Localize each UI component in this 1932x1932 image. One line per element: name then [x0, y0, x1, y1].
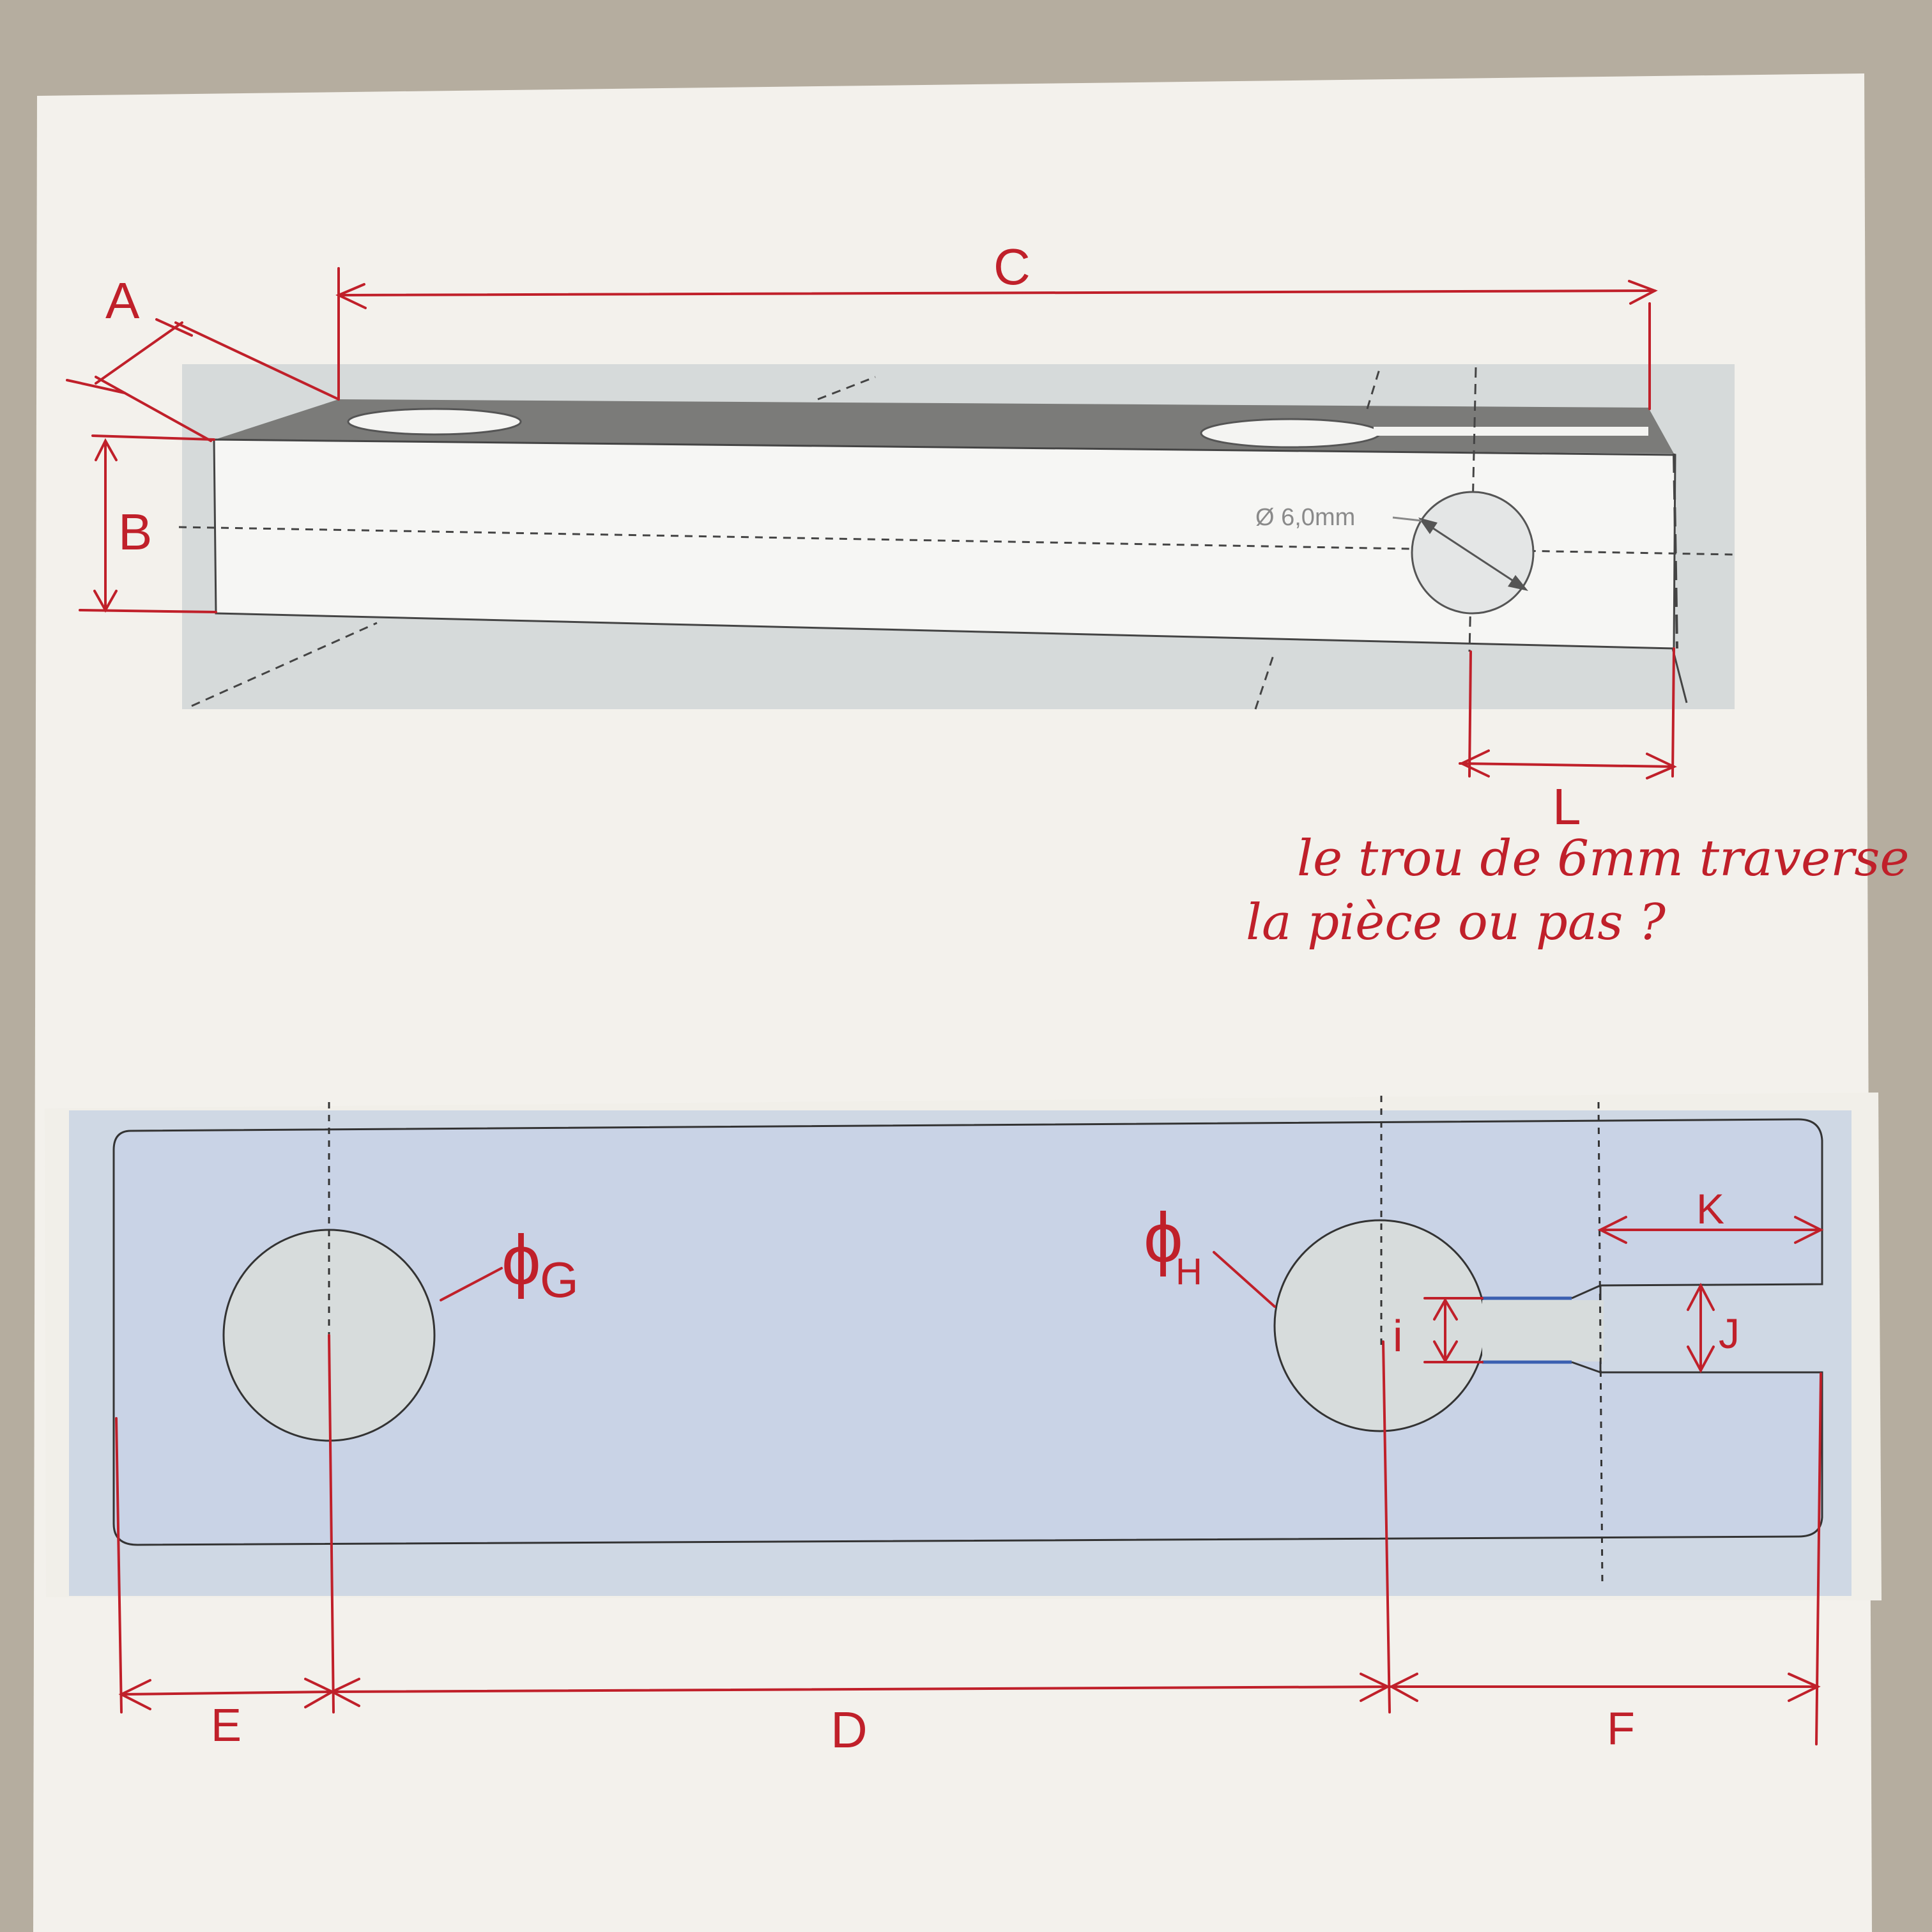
dim-A-tick-2	[155, 318, 193, 337]
dim-A-extension-2	[174, 321, 340, 401]
dim-C-arrow-left	[335, 283, 367, 309]
top-face-slot	[1374, 427, 1648, 436]
dim-E-arrow-left	[118, 1679, 151, 1710]
label-K: K	[1696, 1185, 1724, 1232]
dim-C-line	[337, 289, 1656, 296]
dim-B-arrow-bottom	[93, 590, 118, 613]
dim-L-arrow-left	[1459, 749, 1490, 778]
dim-K-arrow-right	[1794, 1216, 1824, 1244]
dim-J-arrow-bottom	[1687, 1346, 1715, 1374]
leader-H	[1213, 1251, 1276, 1308]
label-i: i	[1393, 1311, 1403, 1361]
bottom-annotation-labels: E D F K J i ϕ G ϕ H	[211, 1185, 1740, 1758]
dim-D-arrow-right	[1360, 1673, 1391, 1702]
bottom-annotations	[115, 1216, 1824, 1745]
hidden-edge-2	[817, 376, 876, 401]
dim-B-extension-bottom	[79, 609, 217, 613]
axis-slot	[1597, 1101, 1604, 1585]
neck-bottom-taper	[1571, 1361, 1601, 1374]
dim-L-extension-right	[1671, 647, 1675, 778]
dim-ED-extension	[328, 1334, 335, 1713]
handwritten-question-line2: la pièce ou pas ?	[1246, 894, 1666, 951]
dim-E-line	[120, 1690, 334, 1696]
label-D: D	[831, 1701, 868, 1758]
hidden-edge-5	[1673, 453, 1678, 649]
hole-arrowhead-2	[1508, 575, 1528, 591]
top-face-hole-left	[347, 408, 522, 436]
dim-F-extension-right	[1815, 1372, 1822, 1745]
label-C: C	[993, 238, 1031, 295]
top-annotations	[66, 267, 1677, 779]
hole-callout-leader	[1392, 516, 1422, 522]
dim-B-arrow-top	[95, 438, 118, 461]
slot-neck	[1482, 1300, 1604, 1361]
label-phi-H-symbol: ϕ	[1144, 1199, 1183, 1277]
dim-D-arrow-left	[329, 1678, 360, 1707]
neck-top-taper	[1571, 1284, 1601, 1300]
label-B: B	[118, 503, 152, 560]
top-annotation-labels: A B C L le trou de 6mm traverse la pièce…	[105, 238, 1910, 951]
dim-D-line	[331, 1685, 1391, 1693]
paper-sheet	[33, 73, 1872, 1932]
label-J: J	[1719, 1310, 1740, 1357]
hole-H	[1273, 1219, 1487, 1432]
label-phi-G-symbol: ϕ	[502, 1221, 541, 1300]
hole-callout-text: Ø 6,0mm	[1255, 504, 1355, 531]
leader-G	[440, 1267, 503, 1301]
dim-A-tick-1	[66, 379, 126, 394]
label-A: A	[105, 272, 140, 329]
dim-A-extension-1	[95, 376, 212, 442]
label-L: L	[1552, 778, 1581, 835]
dim-B-extension-top	[91, 434, 215, 441]
dim-A-line	[95, 321, 183, 385]
six-mm-hole	[1411, 491, 1535, 615]
hole-arrowhead-1	[1418, 518, 1438, 534]
handwritten-question-line1: le trou de 6mm traverse	[1297, 830, 1910, 887]
hole-diameter-arrow	[1421, 519, 1524, 589]
dim-F-arrow-right	[1788, 1673, 1821, 1702]
dim-L-line	[1459, 762, 1675, 768]
bottom-printed-view	[45, 1092, 1882, 1600]
dim-C-arrow-right	[1628, 280, 1658, 305]
dim-i-arrow-bottom	[1433, 1340, 1458, 1363]
top-face-hole-right	[1200, 418, 1381, 448]
hidden-edge-3	[1366, 367, 1381, 410]
label-E: E	[211, 1700, 241, 1751]
dim-K-arrow-left	[1597, 1216, 1627, 1244]
dim-DF-extension	[1382, 1340, 1391, 1713]
dim-F-arrow-left	[1388, 1673, 1418, 1702]
dim-E-extension-left	[115, 1417, 123, 1713]
hidden-edge-4	[1254, 651, 1276, 710]
label-H: H	[1176, 1251, 1202, 1292]
dim-L-arrow-right	[1646, 753, 1677, 779]
dim-J-arrow-top	[1687, 1282, 1715, 1311]
dim-L-extension-left	[1468, 650, 1472, 778]
label-F: F	[1607, 1703, 1635, 1754]
top-printed-view: Ø 6,0mm	[178, 364, 1735, 710]
hidden-edge-1	[191, 622, 378, 707]
dim-i-arrow-top	[1433, 1298, 1458, 1321]
label-G: G	[540, 1252, 579, 1308]
